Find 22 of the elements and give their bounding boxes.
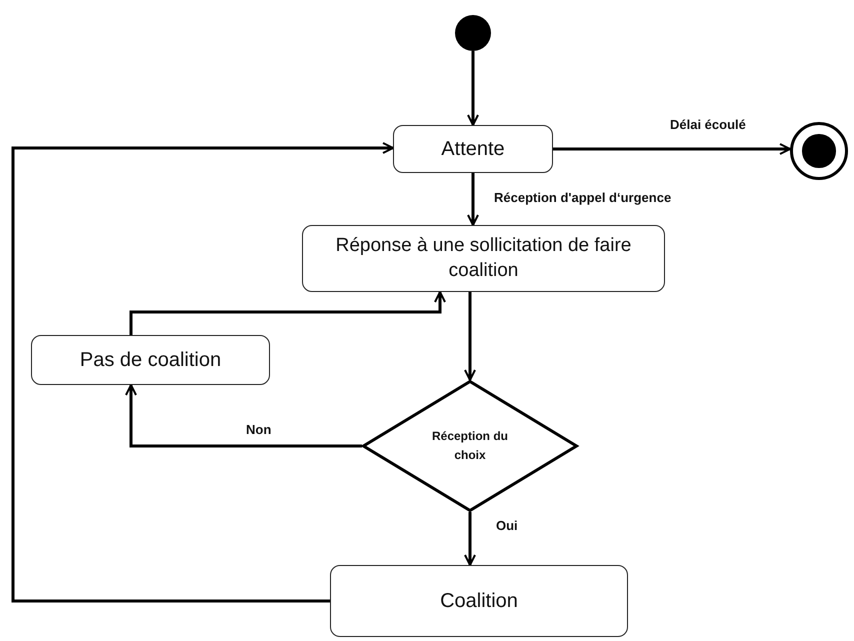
- state-label: Réponse à une sollicitation de faire coalition: [334, 234, 632, 282]
- edge-label: Non: [244, 422, 274, 437]
- state-box: [393, 125, 553, 173]
- state-box: [302, 225, 665, 292]
- arrow: [130, 291, 446, 335]
- edge-label: Oui: [494, 518, 520, 533]
- state-box: [31, 335, 270, 385]
- arrow: [464, 512, 476, 566]
- arrow: [125, 384, 362, 448]
- state-label: Coalition: [440, 589, 518, 614]
- arrow: [467, 51, 479, 126]
- arrow: [464, 292, 476, 381]
- edge-label: Réception d'appel d‘urgence: [492, 190, 674, 205]
- state-label: Pas de coalition: [80, 348, 222, 373]
- state-box: [330, 565, 628, 637]
- arrow: [467, 173, 479, 226]
- edge-label: Délai écoulé: [668, 117, 748, 132]
- decision-label: Réception du choix: [430, 428, 509, 464]
- arrow: [12, 142, 394, 602]
- initial-state-circle: [455, 15, 491, 51]
- state-label: Attente: [441, 137, 505, 162]
- arrow: [553, 143, 791, 155]
